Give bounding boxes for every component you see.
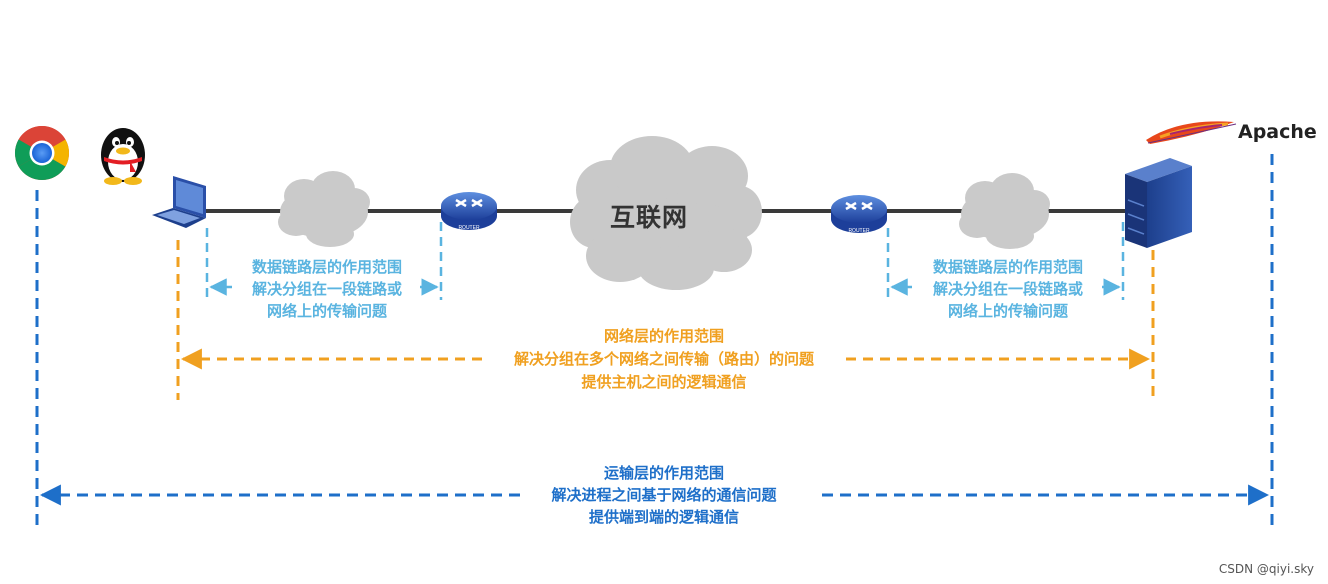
router-label: ROUTER bbox=[458, 225, 480, 231]
transport-label: 运输层的作用范围 解决进程之间基于网络的通信问题 提供端到端的逻辑通信 bbox=[514, 462, 814, 528]
laptop-icon bbox=[152, 176, 206, 228]
router-label: ROUTER bbox=[848, 228, 870, 234]
router-arrows-icon bbox=[455, 198, 483, 208]
chrome-icon bbox=[14, 125, 70, 181]
network-line2: 解决分组在多个网络之间传输（路由）的问题 bbox=[513, 350, 814, 368]
cloud-left bbox=[278, 171, 370, 247]
datalink-left-line3: 网络上的传输问题 bbox=[266, 302, 387, 320]
transport-line3: 提供端到端的逻辑通信 bbox=[588, 508, 739, 526]
network-line3: 提供主机之间的逻辑通信 bbox=[581, 373, 747, 391]
apache-label: Apache bbox=[1238, 121, 1317, 143]
apache-feather-icon bbox=[1146, 121, 1237, 144]
network-label: 网络层的作用范围 解决分组在多个网络之间传输（路由）的问题 提供主机之间的逻辑通… bbox=[444, 325, 884, 394]
transport-line1: 运输层的作用范围 bbox=[603, 464, 724, 482]
cloud-right bbox=[959, 173, 1050, 249]
server-icon bbox=[1125, 158, 1192, 248]
datalink-right-line3: 网络上的传输问题 bbox=[947, 302, 1068, 320]
transport-line2: 解决进程之间基于网络的通信问题 bbox=[551, 486, 777, 504]
internet-label: 互联网 bbox=[610, 203, 689, 232]
router-left: ROUTER bbox=[441, 192, 497, 231]
watermark: CSDN @qiyi.sky bbox=[1218, 562, 1314, 576]
internet-cloud bbox=[570, 136, 762, 290]
router-arrows-icon bbox=[845, 201, 873, 211]
datalink-right-line1: 数据链路层的作用范围 bbox=[932, 258, 1083, 276]
datalink-right-label: 数据链路层的作用范围 解决分组在一段链路或 网络上的传输问题 bbox=[903, 256, 1113, 322]
datalink-left-line1: 数据链路层的作用范围 bbox=[251, 258, 402, 276]
datalink-right-line2: 解决分组在一段链路或 bbox=[932, 280, 1083, 298]
router-right: ROUTER bbox=[831, 195, 887, 234]
datalink-left-line2: 解决分组在一段链路或 bbox=[251, 280, 402, 298]
network-line1: 网络层的作用范围 bbox=[603, 327, 724, 345]
datalink-left-label: 数据链路层的作用范围 解决分组在一段链路或 网络上的传输问题 bbox=[222, 256, 432, 322]
qq-penguin-icon bbox=[101, 128, 145, 185]
